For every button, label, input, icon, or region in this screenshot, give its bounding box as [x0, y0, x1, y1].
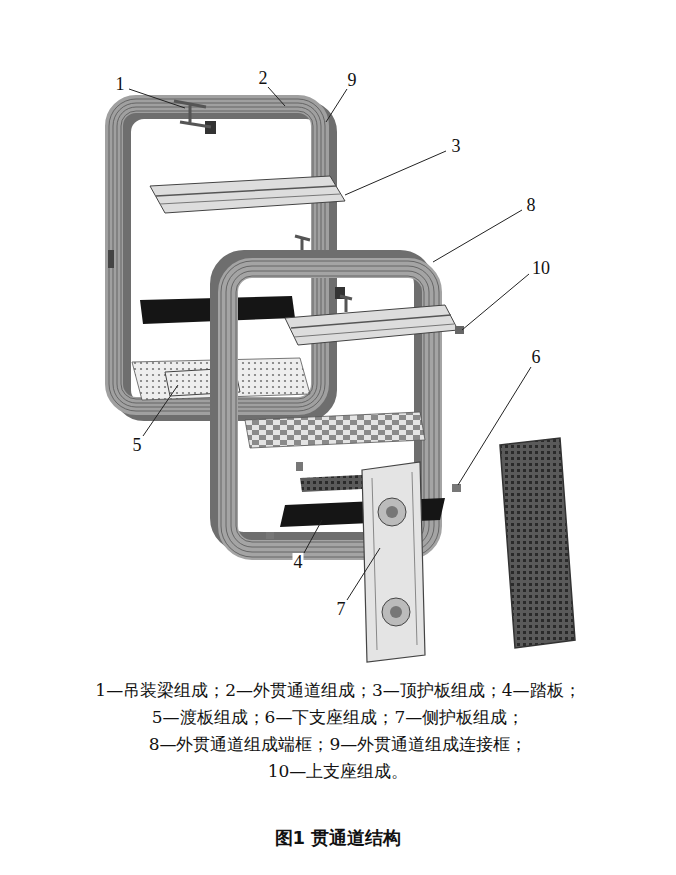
callout-number: 8	[526, 196, 537, 214]
legend-text: 1—吊装梁组成；2—外贯通道组成；3—顶护板组成；4—踏板；	[0, 678, 676, 702]
callout-number: 10	[531, 259, 551, 277]
front-interior	[245, 296, 464, 492]
callout-number: 2	[258, 69, 269, 87]
callout-number: 3	[451, 137, 462, 155]
side-panel-back	[500, 438, 575, 648]
callout-number: 5	[132, 436, 143, 454]
callout-number: 6	[531, 348, 542, 366]
legend-text: 10—上支座组成。	[0, 759, 676, 783]
callout-number: 1	[115, 75, 126, 93]
callout-number: 4	[293, 553, 304, 571]
legend-text: 5—渡板组成；6—下支座组成；7—侧护板组成；	[0, 705, 676, 729]
callout-number: 9	[347, 71, 358, 89]
figure-caption: 图1 贯通道结构	[0, 826, 676, 850]
legend-text: 8—外贯通道组成端框；9—外贯通道组成连接框；	[0, 732, 676, 756]
hanging-beam	[174, 101, 211, 127]
leader-lines	[129, 87, 531, 600]
callout-number: 7	[336, 600, 347, 618]
